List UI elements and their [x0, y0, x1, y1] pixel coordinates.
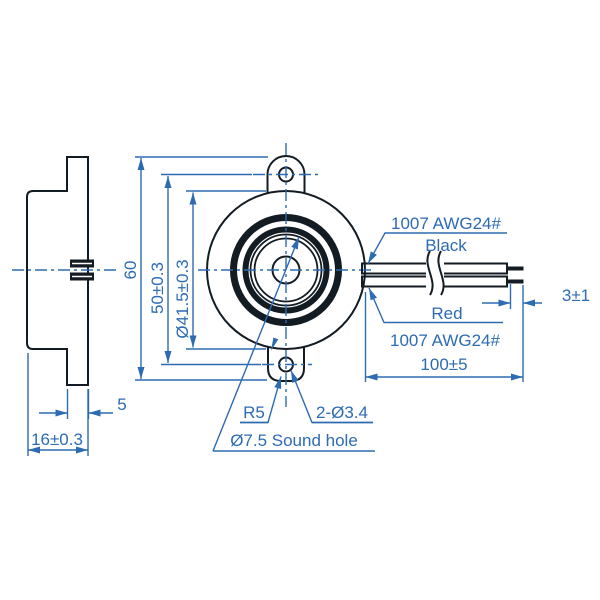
leader-black-wire: [367, 232, 507, 264]
dim-text-body-diameter: Ø41.5±0.3: [173, 259, 192, 338]
leader-sound-hole: [212, 236, 300, 452]
wire-break-squiggle: [426, 250, 434, 296]
dim-text-wire-length: 100±5: [420, 355, 467, 374]
label-sound-hole: Ø7.5 Sound hole: [230, 431, 358, 450]
dim-text-strip-length: 3±1: [562, 286, 590, 305]
wire-break-gap: [426, 250, 444, 296]
label-red-wire-color: Red: [431, 304, 462, 323]
dim-text-hole-spacing: 50±0.3: [148, 262, 167, 314]
top-mounting-tab: [266, 155, 306, 193]
wire-break-squiggle: [437, 250, 445, 296]
side-view-outline: [26, 156, 89, 386]
label-mounting-holes: 2-Ø3.4: [316, 403, 368, 422]
labels: 60 50±0.3 Ø41.5±0.3 5 16±0.3 1007 AWG24#…: [31, 214, 590, 450]
leader-sound-hole-arrow: [271, 337, 279, 351]
black-wire-bare-tip: [507, 266, 524, 271]
dim-text-thickness: 16±0.3: [31, 430, 83, 449]
dim-text-overall-height: 60: [121, 261, 140, 280]
label-black-wire-color: Black: [425, 236, 467, 255]
label-red-wire-spec: 1007 AWG24#: [390, 331, 500, 350]
front-view: [198, 143, 372, 407]
wires: [361, 250, 524, 296]
label-black-wire-spec: 1007 AWG24#: [391, 214, 501, 233]
label-corner-radius: R5: [243, 403, 265, 422]
dim-text-tab-width: 5: [117, 395, 126, 414]
side-view: [12, 156, 117, 386]
dimensions: [27, 156, 542, 456]
leader-red-wire: [368, 287, 503, 324]
red-wire-bare-tip: [507, 279, 524, 284]
